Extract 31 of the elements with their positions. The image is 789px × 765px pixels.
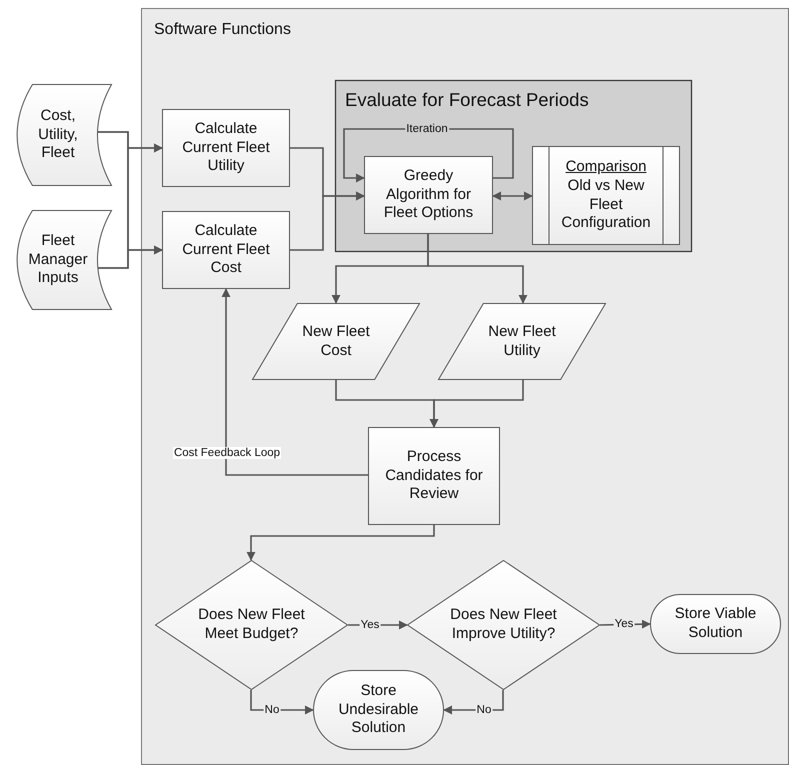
edge-label: Yes <box>360 619 380 631</box>
data-parallelogram: New Fleet Cost <box>252 303 420 380</box>
connector-arrow <box>427 234 528 304</box>
process-box: Calculate Current Fleet Cost <box>162 211 290 289</box>
decision-diamond: Does New Fleet Meet Budget? <box>155 560 348 690</box>
process-box: Calculate Current Fleet Utility <box>162 109 290 187</box>
edge-label: Iteration <box>405 123 449 135</box>
connector-arrow <box>290 192 365 251</box>
connector-arrow <box>246 525 435 561</box>
data-parallelogram: New Fleet Utility <box>438 303 606 380</box>
edge-label: Cost Feedback Loop <box>172 447 282 459</box>
process-box: Greedy Algorithm for Fleet Options <box>364 156 493 234</box>
panel-title: Software Functions <box>154 21 291 39</box>
process-box: Process Candidates for Review <box>368 427 500 525</box>
subprocess-box <box>532 146 680 245</box>
subprocess-text: Old vs New Fleet Configuration <box>560 176 652 233</box>
decision-diamond: Does New Fleet Improve Utility? <box>407 560 600 690</box>
edge-label: No <box>264 704 280 716</box>
edge-label: No <box>476 704 492 716</box>
connector-arrow <box>222 288 368 476</box>
group-panel <box>335 80 692 252</box>
panel-title: Evaluate for Forecast Periods <box>345 89 589 111</box>
panel-background <box>141 8 789 765</box>
terminator-shape: Store Viable Solution <box>650 594 781 654</box>
connector-arrow <box>98 246 163 269</box>
connector-arrow <box>492 192 533 200</box>
connector-arrow <box>430 380 524 428</box>
connector-arrow <box>443 690 504 714</box>
connector-arrow <box>250 690 314 714</box>
edge-label: Yes <box>614 618 634 630</box>
subprocess-heading: Comparison <box>566 158 646 177</box>
